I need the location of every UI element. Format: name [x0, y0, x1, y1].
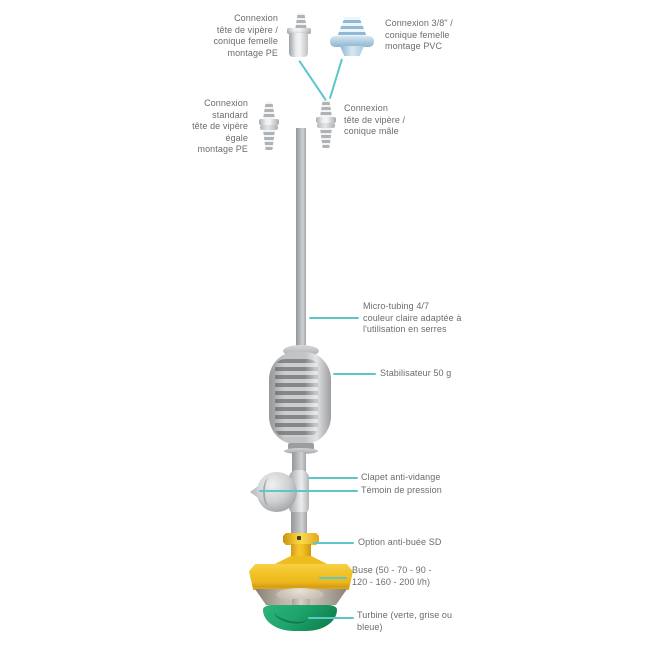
nozzle-flare-graphic [269, 556, 333, 567]
leader-line-buse [319, 577, 347, 579]
tube-segment-upper [292, 452, 306, 474]
label-connexion-pe-femelle: Connexion tête de vipère / conique femel… [183, 13, 278, 59]
label-line: Buse (50 - 70 - 90 - [352, 565, 432, 575]
label-line: 120 - 160 - 200 l/h) [352, 576, 431, 587]
label-line: conique femelle [385, 29, 450, 40]
flange2 [260, 125, 278, 130]
stabilizer-graphic [269, 352, 331, 444]
label-turbine: Turbine (verte, grise ou bleue) [357, 610, 452, 633]
fitting-pvc-thread-cone [337, 17, 367, 37]
fitting-pvc-wings [330, 36, 374, 47]
valve-ridge [263, 478, 275, 506]
stabilizer-bottom-flange [284, 448, 318, 454]
fitting-pe-female-body [289, 33, 308, 57]
micro-tube-graphic [296, 128, 306, 352]
stabilizer-shade [269, 352, 331, 444]
fitting-pe-female-barb [295, 13, 307, 29]
label-line: Connexion 3/8" / [385, 18, 453, 28]
label-line: Turbine (verte, grise ou [357, 610, 453, 620]
leader-line-temoin [259, 490, 358, 492]
label-temoin: Témoin de pression [361, 485, 442, 497]
label-line: montage PE [227, 47, 278, 58]
label-connexion-standard: Connexion standard tête de vipère égale … [153, 98, 248, 156]
barb-top [263, 102, 275, 119]
label-line: Option anti-buée SD [358, 537, 442, 547]
label-line: Clapet anti-vidange [361, 472, 441, 482]
leader-line-microtubing [309, 317, 359, 319]
leader-line-clapet [308, 477, 358, 479]
leader-line-pvc [328, 58, 343, 100]
label-line: égale [225, 132, 248, 143]
diffuser-dome-graphic [276, 588, 324, 602]
anti-fog-stem-graphic [291, 544, 311, 559]
label-line: tête de vipère / [216, 24, 278, 35]
fitting-pe-female-flange [287, 28, 311, 34]
label-line: Connexion [204, 98, 248, 108]
stabilizer-bottom-collar [288, 443, 314, 450]
flange [259, 119, 279, 125]
label-line: montage PVC [385, 41, 443, 52]
label-line: Stabilisateur 50 g [380, 368, 452, 378]
label-line: tête de vipère / [344, 114, 406, 125]
label-clapet: Clapet anti-vidange [361, 472, 440, 484]
label-option-anti-buee: Option anti-buée SD [358, 537, 441, 549]
flange [316, 117, 336, 123]
label-line: l'utilisation en serres [363, 324, 447, 335]
diffuser-neck-graphic [292, 599, 310, 608]
barb-bottom [263, 130, 275, 150]
label-line: Témoin de pression [361, 485, 442, 495]
label-line: tête de vipère [192, 121, 248, 132]
label-connexion-male: Connexion tête de vipère / conique mâle [344, 103, 405, 138]
label-microtubing: Micro-tubing 4/7 couleur claire adaptée … [363, 301, 461, 336]
label-connexion-pvc: Connexion 3/8" / conique femelle montage… [385, 18, 453, 53]
label-line: standard [212, 109, 248, 120]
leader-line-turbine [308, 617, 354, 619]
leader-line-stabilisateur [333, 373, 376, 375]
label-buse: Buse (50 - 70 - 90 - 120 - 160 - 200 l/h… [352, 565, 432, 588]
label-line: couleur claire adaptée à [363, 312, 462, 323]
label-line: Connexion [344, 103, 388, 113]
label-line: montage PE [197, 144, 248, 155]
label-line: bleue) [357, 621, 383, 632]
label-stabilisateur: Stabilisateur 50 g [380, 368, 451, 380]
anti-fog-collar-graphic [283, 533, 319, 545]
anti-fog-dot [297, 536, 301, 540]
label-line: Micro-tubing 4/7 [363, 301, 430, 311]
leader-line-option [313, 542, 354, 544]
tube-segment-lower [291, 512, 307, 534]
label-line: Connexion [234, 13, 278, 23]
fitting-pvc-hub [340, 46, 364, 56]
label-line: conique femelle [213, 36, 278, 47]
flange2 [317, 123, 335, 128]
leader-line-pe-female [298, 60, 327, 101]
barb-top [320, 100, 332, 117]
barb-bottom [320, 128, 332, 148]
fitting-standard-graphic [259, 102, 279, 150]
fitting-male-graphic [316, 100, 336, 148]
label-line: conique mâle [344, 126, 399, 137]
